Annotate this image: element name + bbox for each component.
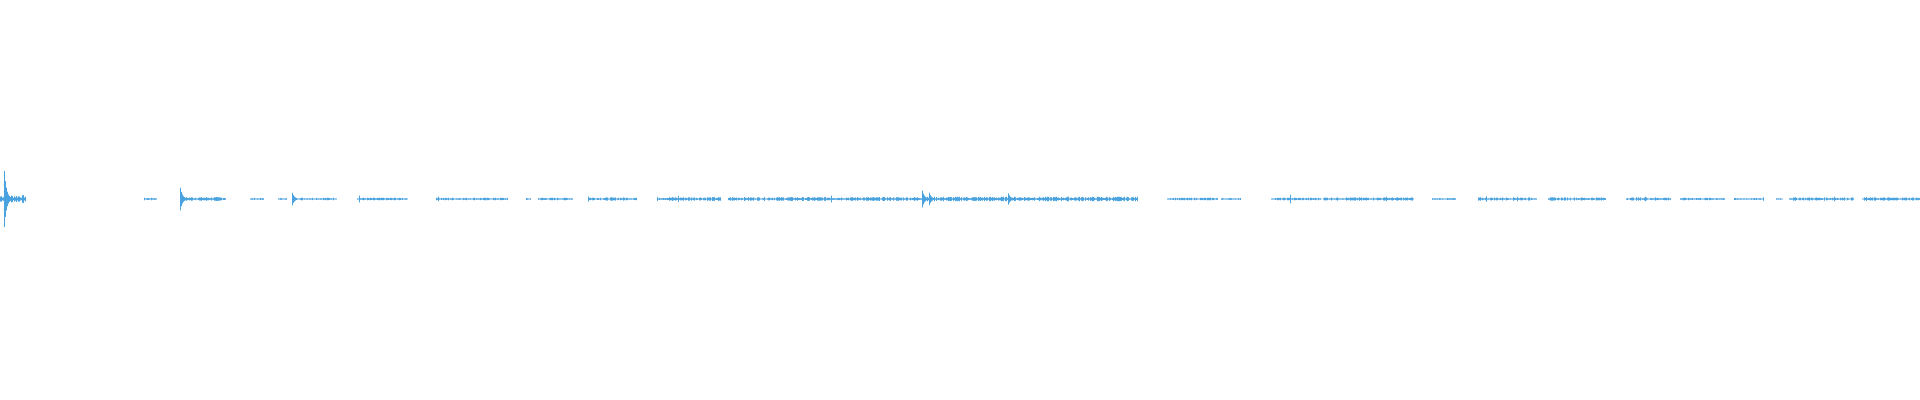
waveform-samples-segment [1626,197,1671,201]
waveform-samples [0,171,1920,227]
waveform-samples-segment [526,198,531,200]
waveform-samples-segment [538,197,573,201]
waveform-samples-segment [278,198,287,200]
waveform-samples-segment [728,197,923,201]
waveform-samples-segment [1478,197,1537,201]
waveform-samples-segment [144,197,157,201]
waveform-samples-segment [1548,197,1606,201]
waveform-samples-segment [588,197,637,201]
waveform-samples-segment [292,197,337,201]
waveform-samples-segment [357,197,408,201]
waveform-samples-segment [657,197,721,201]
waveform-samples-segment [1734,198,1764,200]
waveform-samples-segment [1221,198,1241,200]
waveform-samples-segment [180,197,226,201]
waveform-samples-segment [1432,198,1456,200]
waveform-samples-segment [1680,197,1725,201]
waveform-samples-segment [250,198,264,200]
waveform-samples-segment [1862,197,1920,201]
waveform-samples-segment [1167,197,1218,201]
waveform-samples-segment [436,197,508,201]
waveform-samples-segment [1776,198,1783,200]
waveform-samples-segment [1323,197,1414,201]
waveform-samples-segment [1789,197,1854,201]
waveform-samples-segment [1271,197,1322,201]
waveform-samples-segment [922,196,1138,202]
